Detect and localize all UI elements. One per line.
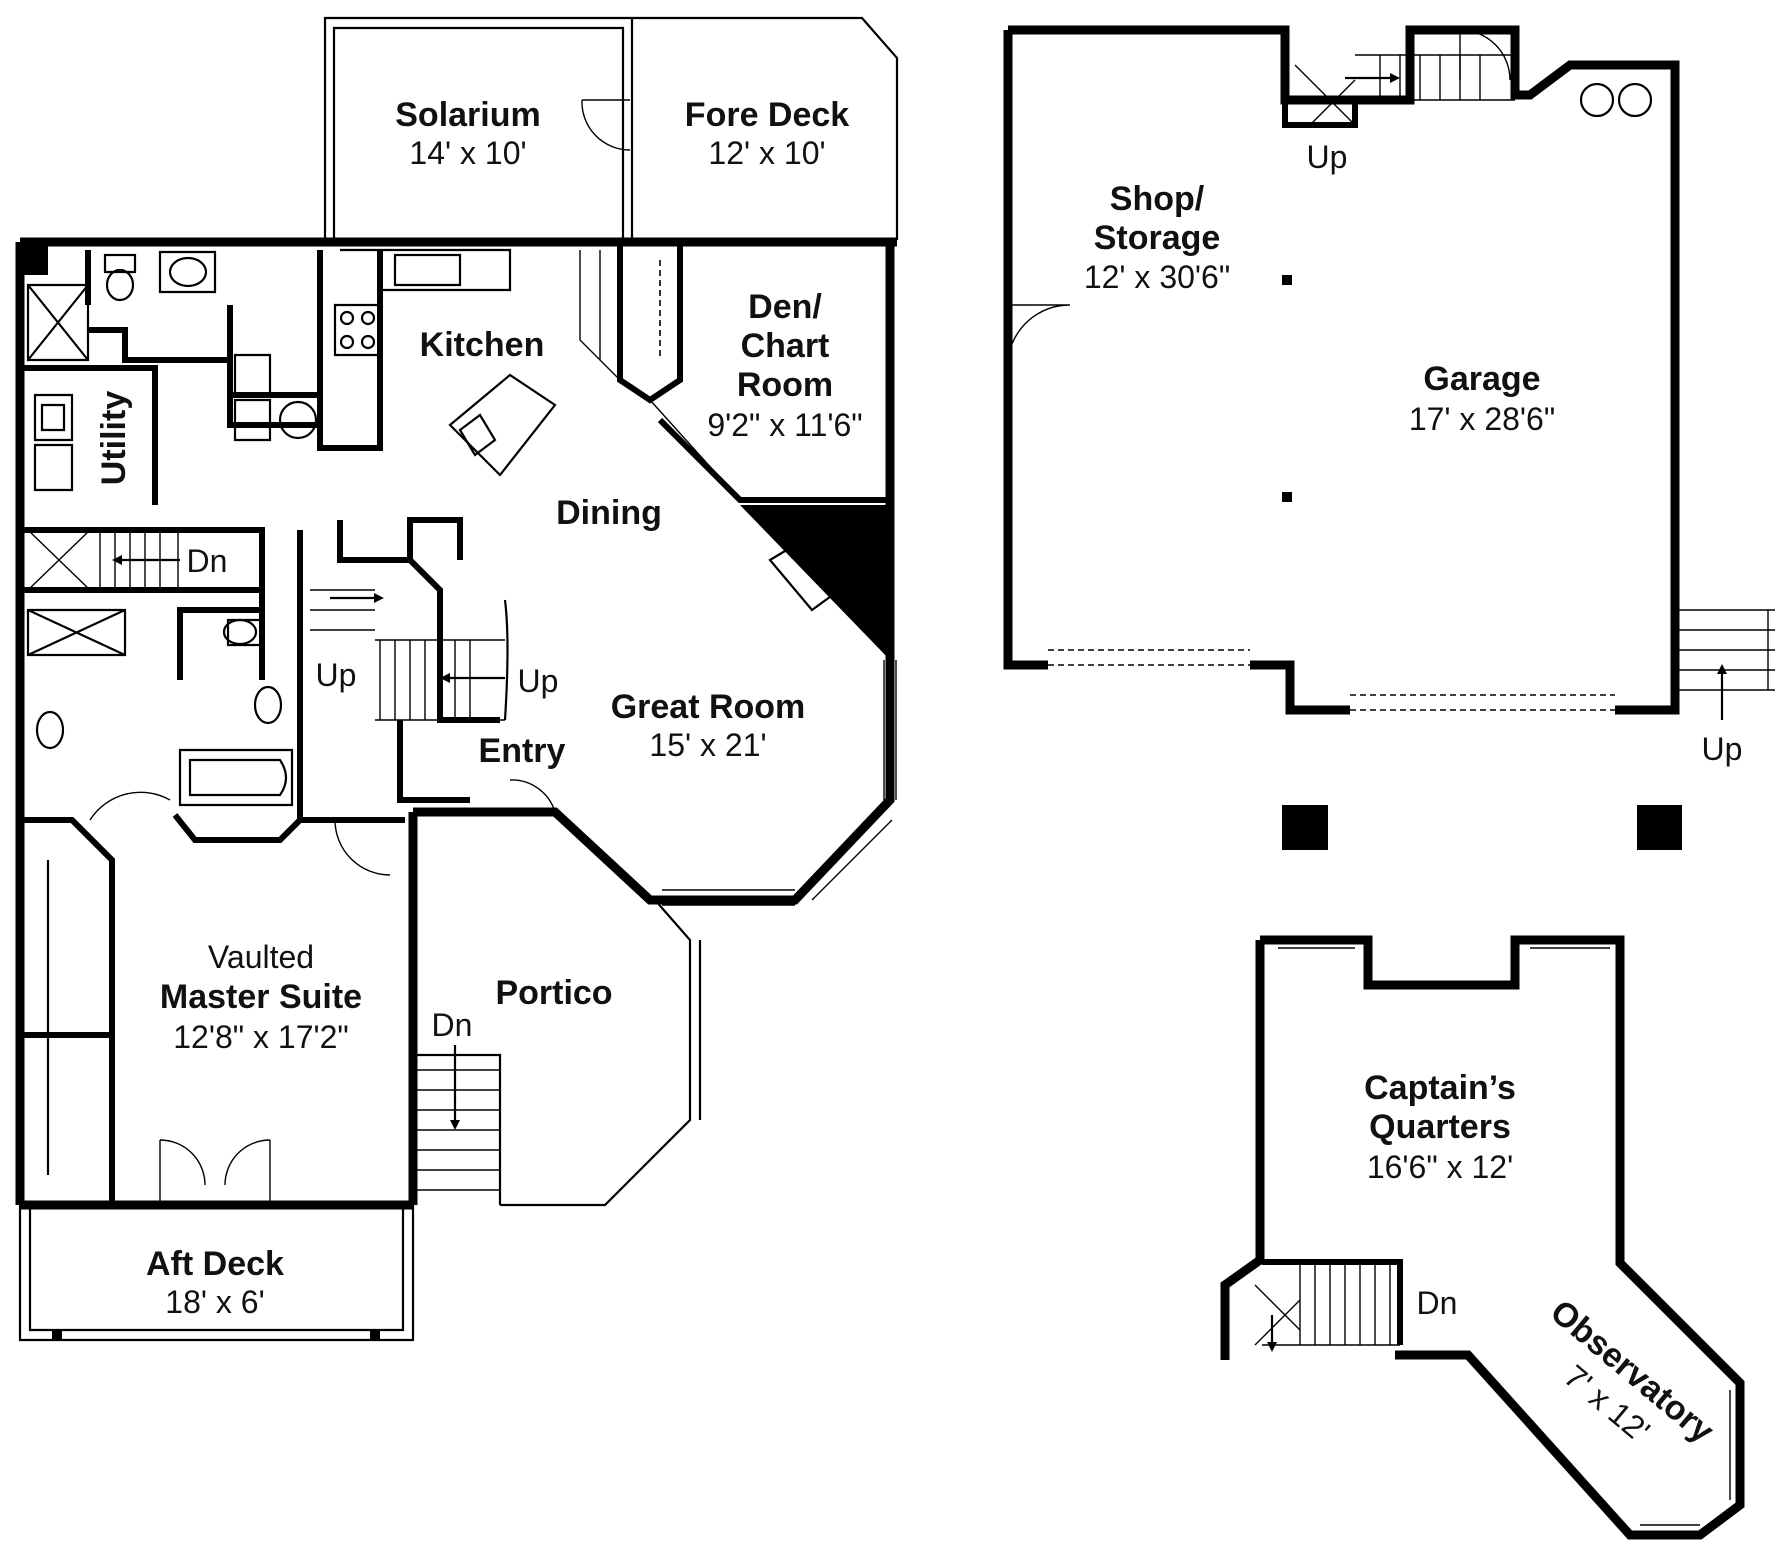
aft-deck-name: Aft Deck <box>146 1245 284 1283</box>
captains-line2: Quarters <box>1369 1108 1511 1146</box>
exterior-stair-up-label: Up <box>1702 731 1743 767</box>
great-room-name: Great Room <box>611 688 806 726</box>
den-dims: 9'2" x 11'6" <box>707 407 862 443</box>
captains-stair-dn-label: Dn <box>1417 1285 1458 1321</box>
den-line1: Den/ <box>748 288 822 326</box>
garage-stair-up-label: Up <box>1307 139 1348 175</box>
garage-walls <box>1003 25 1775 850</box>
shop-line2: Storage <box>1094 219 1221 257</box>
kitchen-name: Kitchen <box>420 326 545 364</box>
garage-name: Garage <box>1423 360 1540 398</box>
stair-labels: Up Up Dn Up Up Dn Dn <box>187 139 1743 1321</box>
captains-dims: 16'6" x 12' <box>1367 1149 1513 1185</box>
utility-stair-dn-label: Dn <box>187 543 228 579</box>
dining-name: Dining <box>556 494 662 532</box>
central-stair-up-left-label: Up <box>316 657 357 693</box>
main-house-walls <box>15 16 899 1342</box>
aft-deck-dims: 18' x 6' <box>165 1284 264 1320</box>
central-stair-up-right-label: Up <box>518 663 559 699</box>
shop-dims: 12' x 30'6" <box>1084 259 1230 295</box>
den-line2: Chart <box>741 327 830 365</box>
great-room-dims: 15' x 21' <box>649 727 766 763</box>
utility-name: Utility <box>95 391 133 486</box>
den-line3: Room <box>737 366 833 404</box>
shop-line1: Shop/ <box>1110 180 1205 218</box>
master-line1: Vaulted <box>208 939 314 975</box>
captains-quarters-walls <box>1220 935 1745 1540</box>
entry-name: Entry <box>479 732 566 770</box>
portico-name: Portico <box>495 974 612 1012</box>
solarium-name: Solarium <box>395 96 540 134</box>
captains-line1: Captain’s <box>1364 1069 1516 1107</box>
fore-deck-dims: 12' x 10' <box>708 135 825 171</box>
master-line2: Master Suite <box>160 978 362 1016</box>
garage-dims: 17' x 28'6" <box>1409 401 1555 437</box>
solarium-dims: 14' x 10' <box>409 135 526 171</box>
master-dims: 12'8" x 17'2" <box>173 1019 349 1055</box>
fore-deck-name: Fore Deck <box>685 96 849 134</box>
room-labels: Solarium 14' x 10' Fore Deck 12' x 10' K… <box>95 96 1721 1451</box>
portico-stair-dn-label: Dn <box>432 1007 473 1043</box>
